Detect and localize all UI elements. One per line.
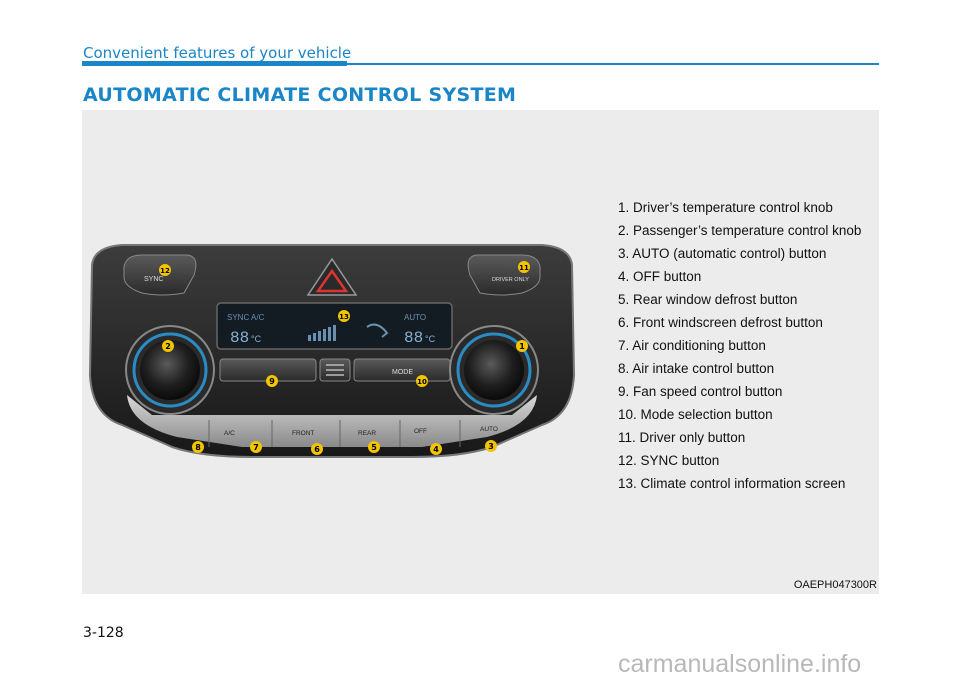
callout-6: 6 [314, 445, 320, 454]
off-button-label: OFF [414, 428, 427, 435]
legend-item: 7. Air conditioning button [618, 338, 766, 353]
front-button-label: FRONT [292, 430, 314, 437]
rear-button-label: REAR [358, 430, 376, 437]
callout-1: 1 [519, 342, 525, 351]
driver-only-button-label: DRIVER ONLY [492, 277, 529, 283]
climate-panel-illustration: SYNC DRIVER ONLY SYNC A/C 88 °C AUTO 88 … [88, 244, 576, 458]
callout-8: 8 [195, 443, 201, 452]
watermark[interactable]: carmanualsonline.info [618, 650, 862, 678]
callout-4: 4 [433, 445, 439, 454]
header-rule-accent [82, 61, 347, 66]
callout-9: 9 [269, 377, 275, 386]
legend-item: 3. AUTO (automatic control) button [618, 246, 827, 261]
legend-list: 1. Driver’s temperature control knob 2. … [618, 196, 861, 495]
callout-10: 10 [417, 378, 427, 386]
legend-item: 6. Front windscreen defrost button [618, 315, 823, 330]
legend-item: 5. Rear window defrost button [618, 292, 798, 307]
callout-3: 3 [488, 442, 494, 451]
section-header: Convenient features of your vehicle [83, 44, 352, 62]
ac-button-label: A/C [224, 430, 235, 437]
mode-button-label: MODE [392, 369, 413, 376]
header-rule [347, 63, 879, 65]
callout-12: 12 [160, 267, 170, 275]
callout-5: 5 [371, 443, 377, 452]
display-temp-right: 88 [404, 329, 423, 347]
legend-item: 2. Passenger’s temperature control knob [618, 223, 862, 238]
display-right-label: AUTO [404, 313, 426, 322]
legend-item: 8. Air intake control button [618, 361, 775, 376]
figure: SYNC DRIVER ONLY SYNC A/C 88 °C AUTO 88 … [82, 110, 879, 594]
display-unit-left: °C [251, 334, 262, 344]
display-temp-left: 88 [230, 329, 249, 347]
legend-item: 10. Mode selection button [618, 407, 773, 422]
sync-button-label: SYNC [144, 276, 163, 283]
page-number: 3-128 [83, 625, 124, 641]
display-unit-right: °C [425, 334, 436, 344]
legend-item: 12. SYNC button [618, 453, 720, 468]
legend-item: 4. OFF button [618, 269, 702, 284]
auto-button-label: AUTO [480, 426, 498, 433]
legend-item: 11. Driver only button [618, 430, 746, 445]
callout-2: 2 [165, 342, 171, 351]
legend-item: 9. Fan speed control button [618, 384, 783, 399]
page-title: AUTOMATIC CLIMATE CONTROL SYSTEM [83, 84, 517, 106]
figure-code: OAEPH047300R [793, 579, 877, 591]
callout-7: 7 [253, 443, 259, 452]
callout-11: 11 [519, 264, 529, 272]
callout-13: 13 [339, 313, 349, 321]
legend-item: 13. Climate control information screen [618, 476, 846, 491]
legend-item: 1. Driver’s temperature control knob [618, 200, 833, 215]
display-left-label: SYNC A/C [227, 313, 265, 322]
